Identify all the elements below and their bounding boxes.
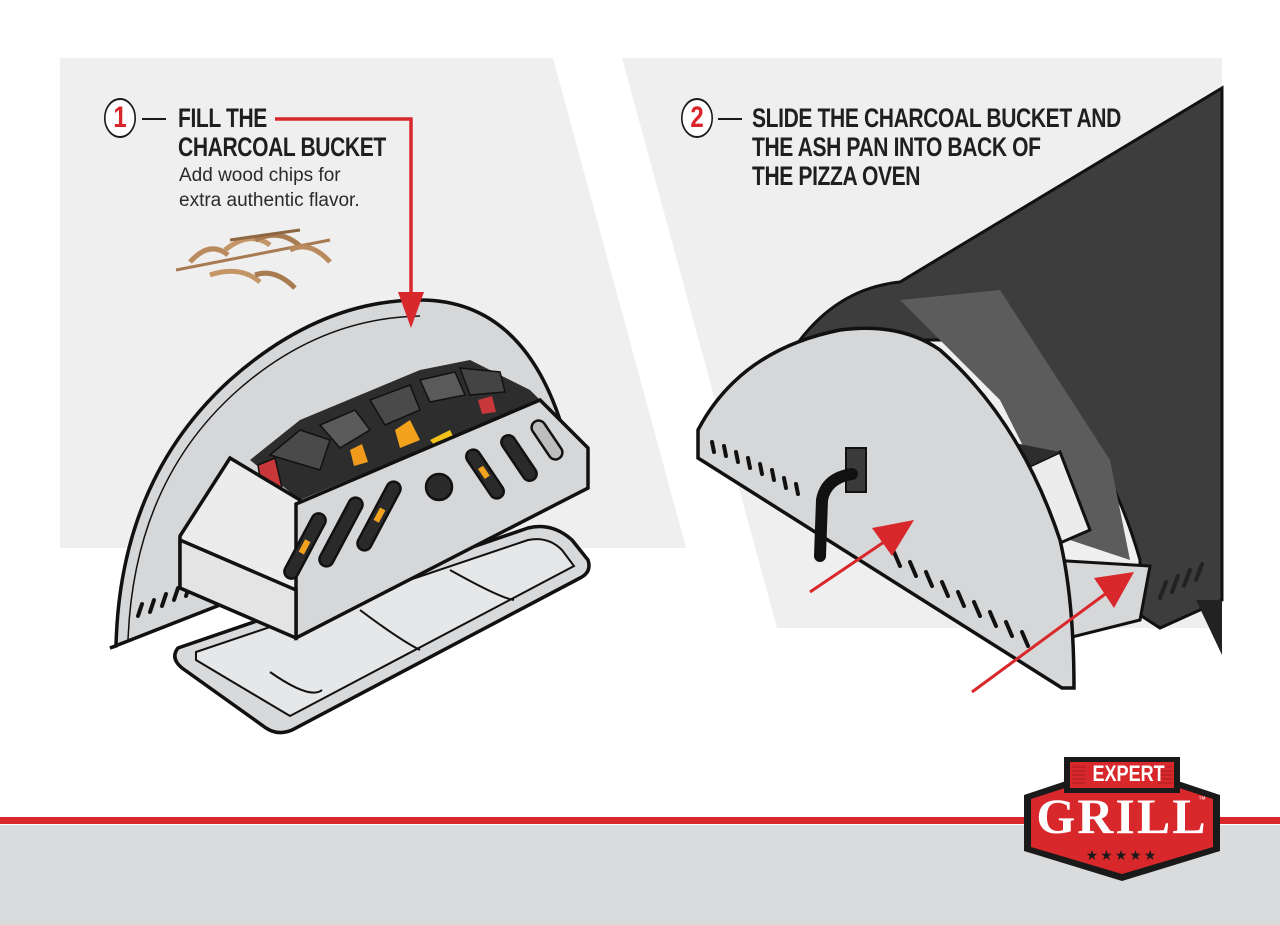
expert-grill-logo: EXPERT GRILL ™ ★★★★★ — [1022, 755, 1222, 883]
ash-pan — [173, 524, 591, 735]
step-1-title-line-1: FILL THE — [178, 103, 267, 133]
insert-arrow-icon — [809, 520, 914, 594]
step-2-title-line-2: THE ASH PAN INTO BACK OF — [752, 132, 1041, 162]
step-1-description-line-2: extra authentic flavor. — [179, 190, 360, 211]
insert-arrow-icon — [971, 572, 1134, 694]
charcoal-pile — [250, 360, 540, 500]
logo-expert-text: EXPERT — [1092, 761, 1165, 786]
step-2-connector — [718, 118, 742, 120]
footer-red-rule — [0, 817, 1280, 824]
step-1-number-badge: 1 — [104, 98, 136, 138]
step-1-description-line-1: Add wood chips for — [179, 165, 341, 186]
logo-badge-shape — [1024, 757, 1220, 881]
charcoal-bucket-illustration — [109, 298, 591, 735]
pizza-oven-illustration — [696, 85, 1224, 690]
logo-trademark: ™ — [1198, 795, 1206, 804]
wood-chips-icon — [175, 228, 332, 290]
step-2-number-badge: 2 — [681, 98, 713, 138]
handle-icon — [814, 468, 858, 562]
step-2-title-line-1: SLIDE THE CHARCOAL BUCKET AND — [752, 103, 1121, 133]
oven-back-plate — [696, 326, 1076, 690]
logo-grill-text: GRILL — [1036, 788, 1208, 844]
step-2-title-line-3: THE PIZZA OVEN — [752, 161, 921, 191]
logo-stars-icon: ★★★★★ — [1085, 847, 1159, 863]
charcoal-bucket — [178, 397, 590, 641]
step-1-connector — [142, 118, 166, 120]
down-arrow-icon — [275, 117, 424, 328]
step-1-title-line-2: CHARCOAL BUCKET — [178, 132, 386, 162]
